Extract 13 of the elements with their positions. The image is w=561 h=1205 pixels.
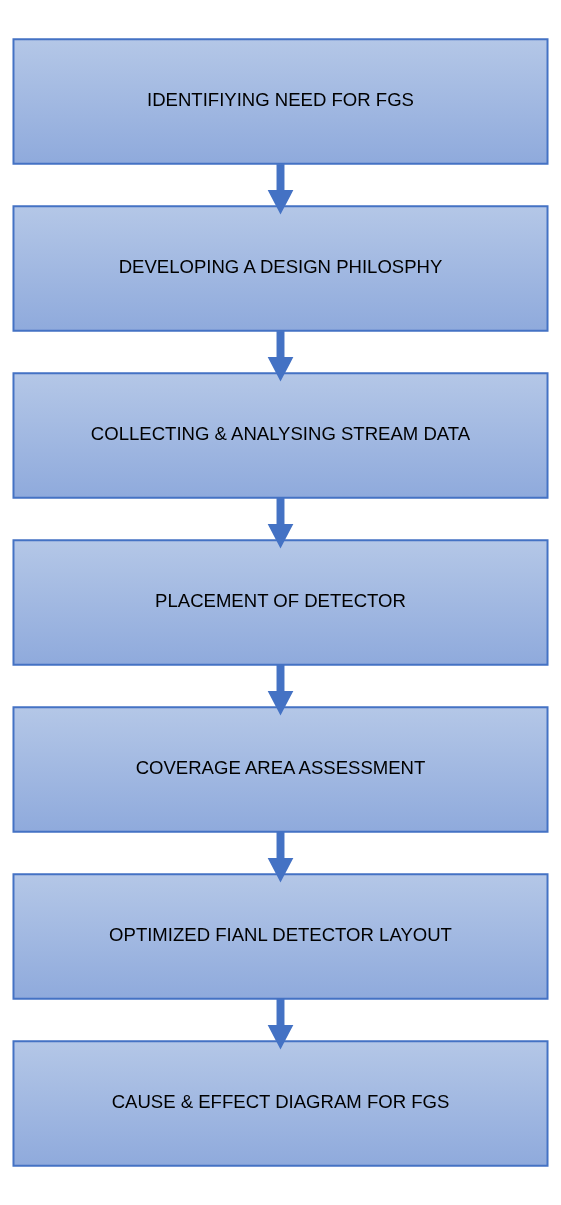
arrow [267,164,294,215]
arrow [267,832,294,883]
node-box: COVERAGE AREA ASSESSMENT [12,706,549,833]
node-box: OPTIMIZED FIANL DETECTOR LAYOUT [12,873,549,1000]
node-box: CAUSE & EFFECT DIAGRAM FOR FGS [12,1040,549,1167]
node-box: DEVELOPING A DESIGN PHILOSPHY [12,205,549,332]
arrow [267,665,294,716]
node-box: COLLECTING & ANALYSING STREAM DATA [12,372,549,499]
arrow [267,498,294,549]
node-box: IDENTIFIYING NEED FOR FGS [12,38,549,165]
arrow [267,998,294,1050]
node-box: PLACEMENT OF DETECTOR [12,539,549,666]
arrow [267,331,294,382]
